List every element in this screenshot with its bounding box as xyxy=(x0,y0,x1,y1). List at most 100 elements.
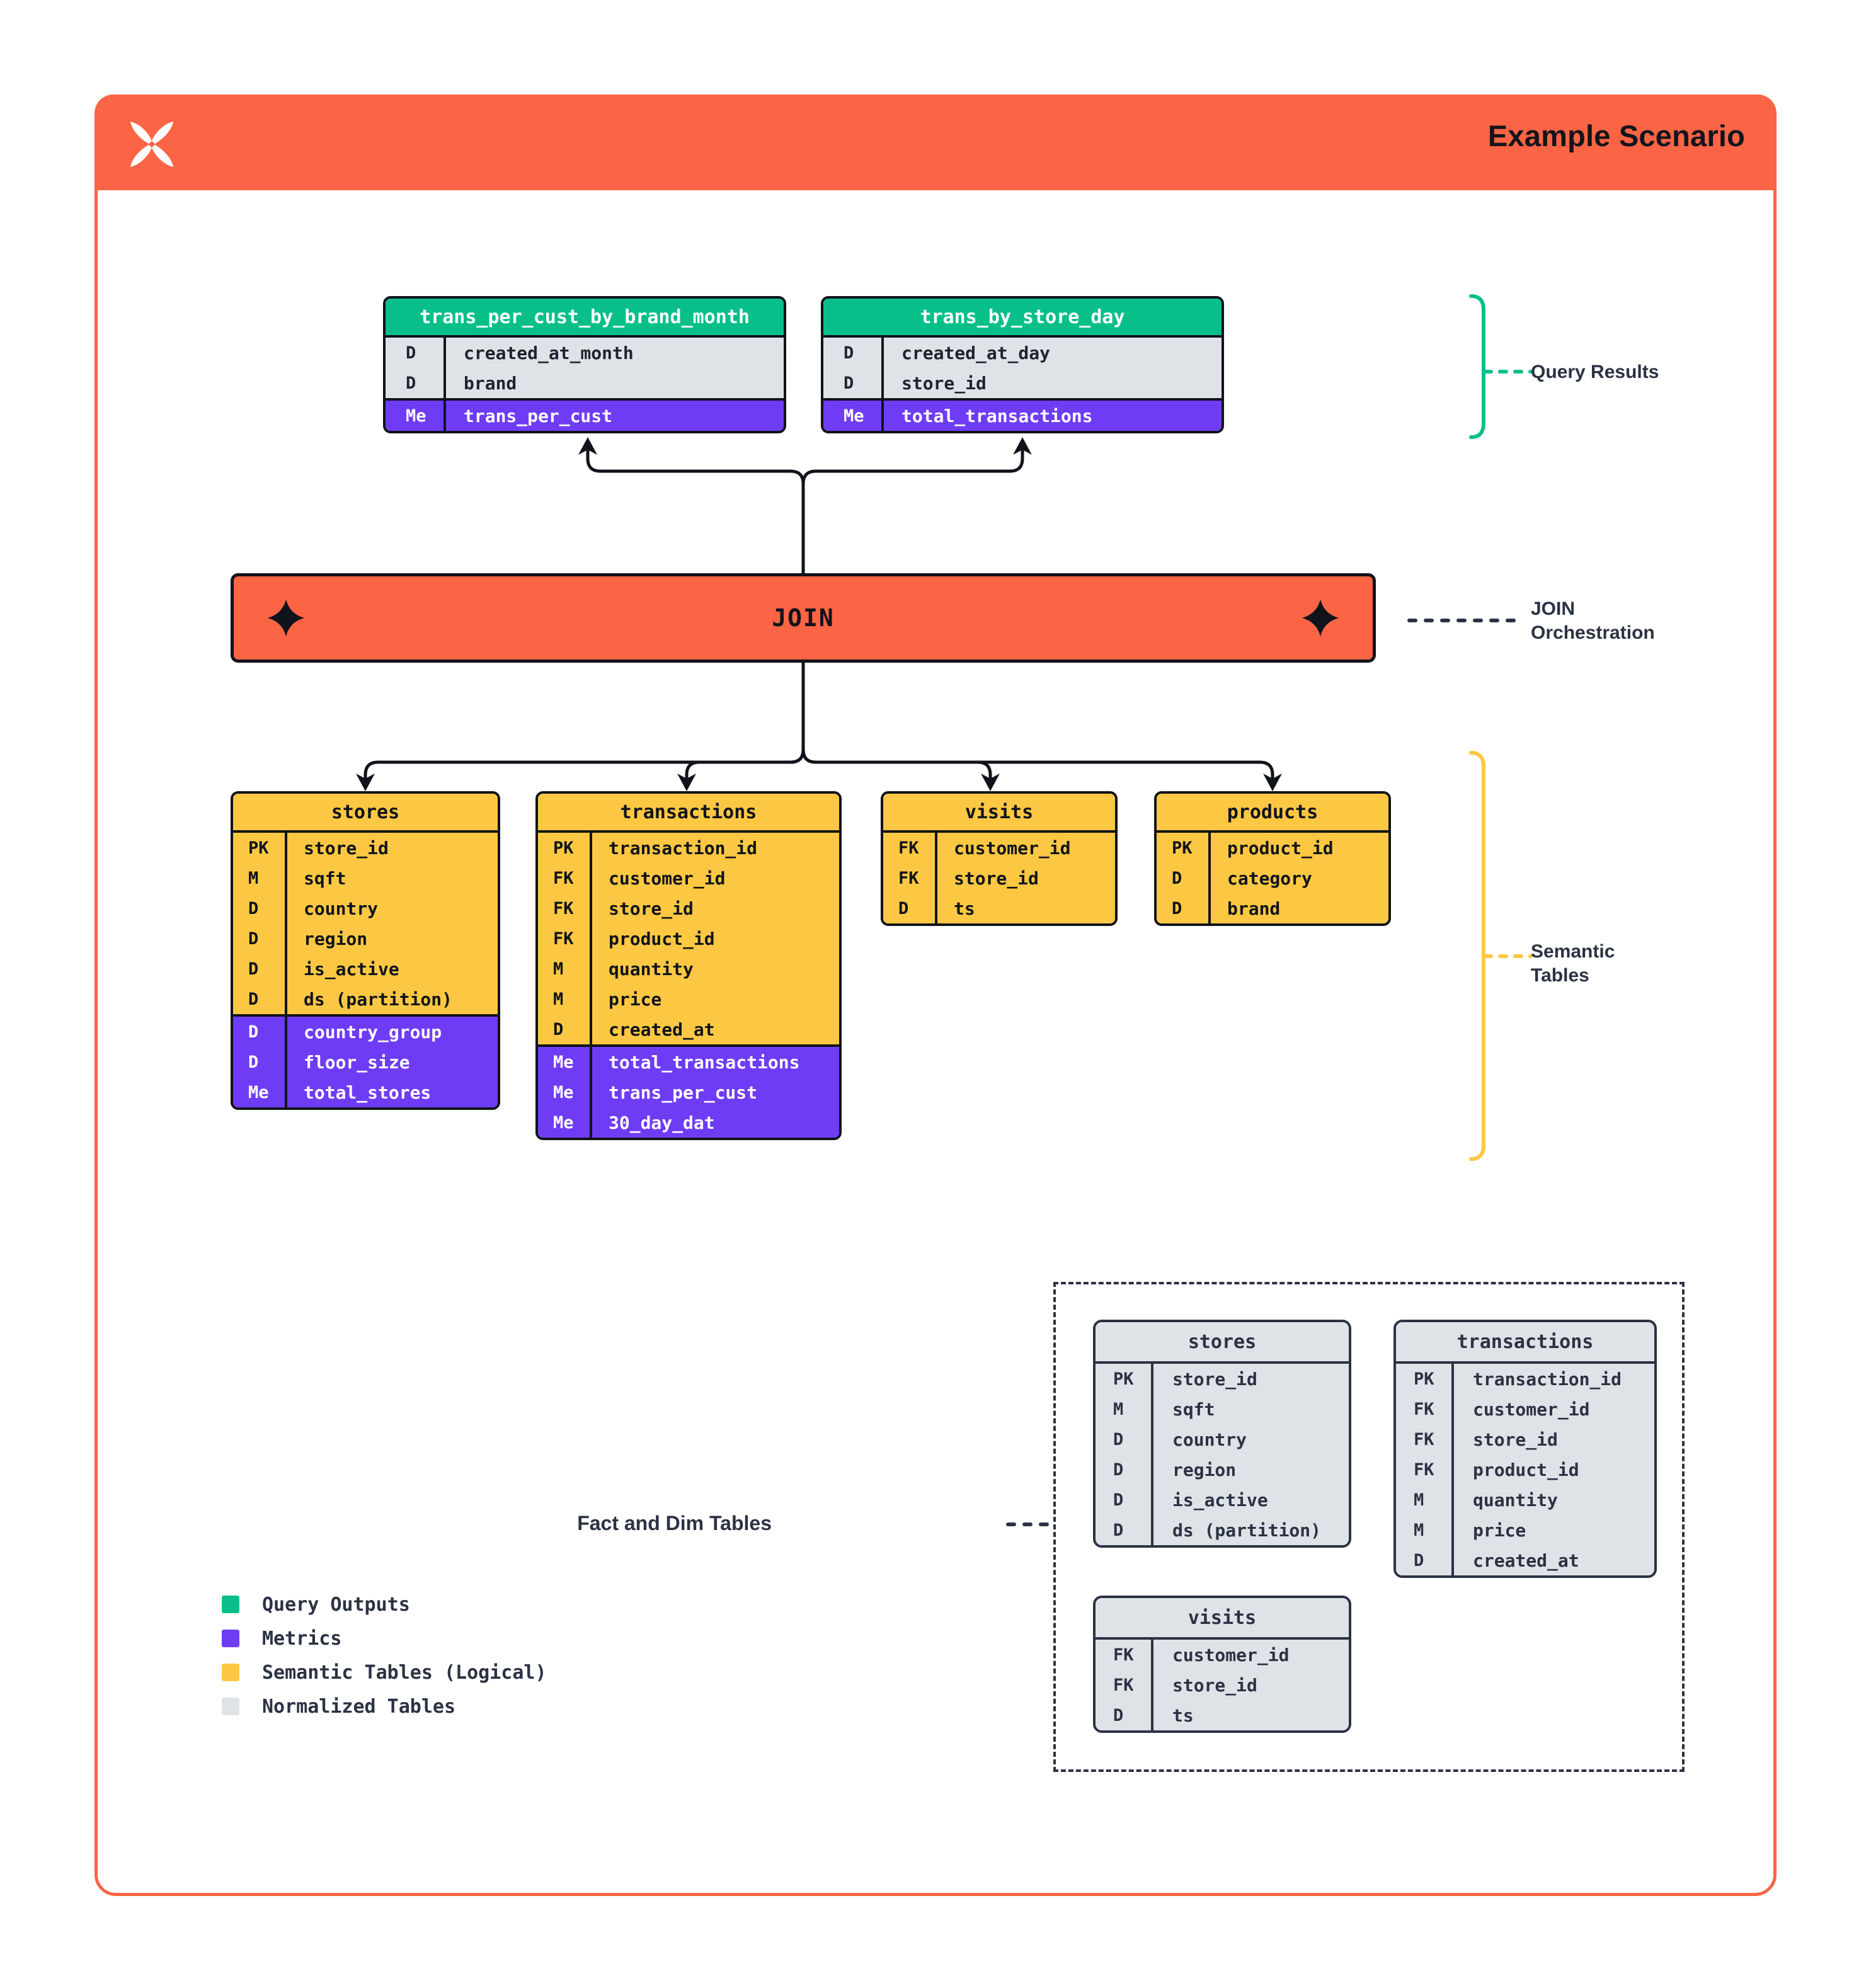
row-field: customer_id xyxy=(954,837,1071,859)
table-row[interactable]: Me trans_per_cust xyxy=(386,401,784,431)
row-field: transaction_id xyxy=(609,837,758,859)
row-field: 30_day_dat xyxy=(609,1112,715,1133)
row-field: customer_id xyxy=(609,867,726,889)
row-tag: Me xyxy=(233,1077,287,1107)
query-results-annotation: Query Results xyxy=(1531,362,1659,382)
row-tag: PK xyxy=(1157,833,1211,863)
row-field: sqft xyxy=(1172,1398,1215,1420)
sparkle-diamond-icon xyxy=(1302,599,1339,637)
table-title: stores xyxy=(233,794,498,833)
row-field: product_id xyxy=(609,928,715,949)
legend-swatch xyxy=(222,1596,239,1613)
row-field: ds (partition) xyxy=(304,988,453,1010)
row-field: is_active xyxy=(304,958,399,980)
table-row[interactable]: FK customer_id xyxy=(1396,1394,1654,1424)
row-tag: FK xyxy=(538,863,592,893)
row-field: trans_per_cust xyxy=(609,1082,758,1103)
row-field: store_id xyxy=(1172,1368,1257,1390)
metrics-section: Me trans_per_cust xyxy=(386,398,784,431)
table-row[interactable]: D created_at_month xyxy=(386,338,784,368)
row-tag: D xyxy=(538,1014,592,1044)
row-tag: D xyxy=(1157,893,1211,923)
row-tag: D xyxy=(233,1017,287,1047)
row-field: floor_size xyxy=(304,1051,410,1073)
row-tag: D xyxy=(1096,1515,1153,1545)
row-tag: FK xyxy=(1396,1394,1454,1424)
row-field: store_id xyxy=(901,372,987,394)
table-row[interactable]: FK customer_id xyxy=(538,863,839,893)
legend-label: Query Outputs xyxy=(262,1593,410,1616)
table-title: trans_per_cust_by_brand_month xyxy=(386,299,784,338)
row-tag: D xyxy=(1157,863,1211,893)
row-tag: PK xyxy=(233,833,287,863)
row-tag: D xyxy=(386,338,446,368)
row-field: price xyxy=(609,988,662,1010)
join-orchestration-bar[interactable]: JOIN xyxy=(231,573,1376,663)
query-result-table-1[interactable]: trans_by_store_day D created_at_day D st… xyxy=(821,296,1224,433)
row-tag: D xyxy=(233,954,287,984)
row-tag: FK xyxy=(1096,1640,1153,1670)
table-row[interactable]: D created_at_day xyxy=(823,338,1222,368)
legend-swatch xyxy=(222,1664,239,1681)
page-title: Example Scenario xyxy=(1487,119,1745,152)
row-field: total_transactions xyxy=(901,405,1093,426)
table-row[interactable]: Me total_transactions xyxy=(823,401,1222,431)
row-tag: M xyxy=(1396,1515,1454,1545)
row-field: customer_id xyxy=(1473,1398,1590,1420)
row-field: store_id xyxy=(1473,1429,1558,1450)
query-result-table-0[interactable]: trans_per_cust_by_brand_month D created_… xyxy=(383,296,786,433)
table-row[interactable]: D brand xyxy=(386,368,784,398)
table-row[interactable]: D store_id xyxy=(823,368,1222,398)
